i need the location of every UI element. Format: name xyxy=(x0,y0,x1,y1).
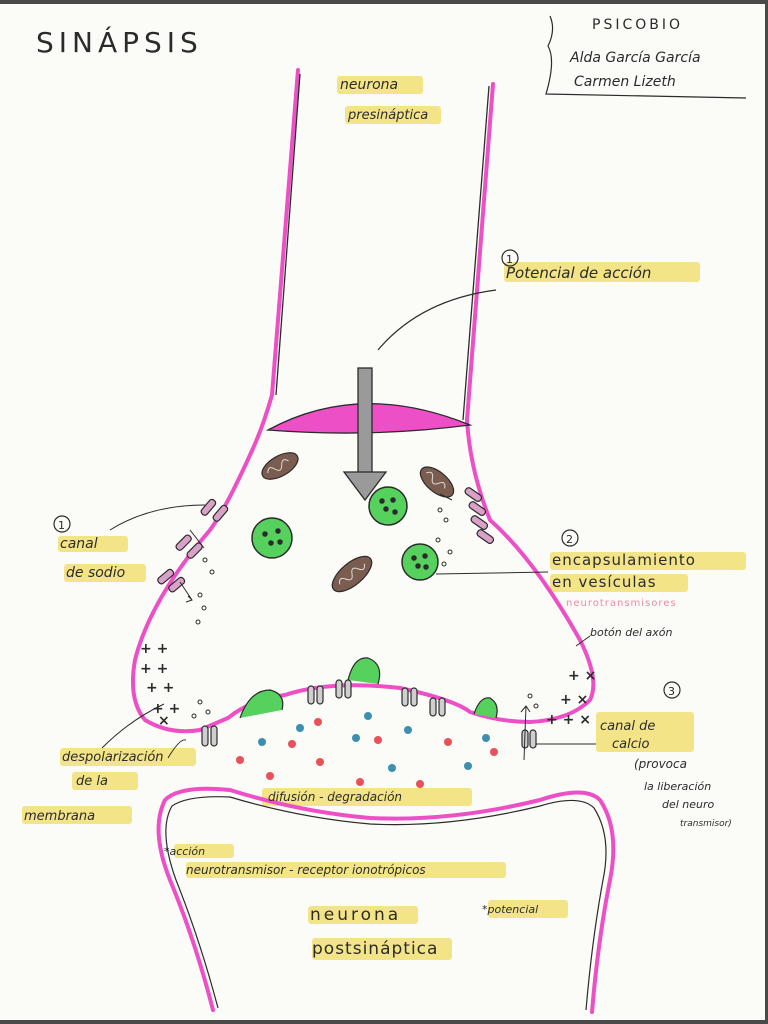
vesicle xyxy=(401,543,439,581)
page-title: SINÁPSIS xyxy=(36,25,203,59)
depolarization-label-2: de la xyxy=(76,774,108,789)
depolarization-label-1: despolarización xyxy=(62,750,164,765)
step-3-number: 3 xyxy=(668,685,675,698)
neurotransmitters-label: neurotransmisores xyxy=(566,598,677,609)
mitochondrion xyxy=(261,452,299,480)
calcium-channel xyxy=(335,679,352,699)
sodium-channel xyxy=(200,498,229,522)
potential-label: *potencial xyxy=(482,903,538,916)
svg-text:+ +: + + xyxy=(140,661,168,677)
sodium-channel xyxy=(175,534,203,559)
vesicle xyxy=(251,517,293,559)
diffusion-label: difusión - degradación xyxy=(268,790,402,804)
action-label-1: *acción xyxy=(164,845,205,858)
mitochondrion xyxy=(331,555,373,593)
sodium-channel-label-1: canal xyxy=(60,536,98,552)
depolarization-label-3: membrana xyxy=(24,809,95,824)
calcium-channel xyxy=(307,685,324,705)
postsynaptic-ink-line xyxy=(165,796,607,1011)
calcium-label-5: del neuro xyxy=(662,798,715,811)
calcium-channel xyxy=(401,687,418,707)
calcium-channel xyxy=(201,725,218,747)
ion-dots xyxy=(179,493,539,761)
svg-text:+ ×: + × xyxy=(560,692,588,708)
highlighter-marks xyxy=(22,76,746,960)
svg-text:+ + ×: + + × xyxy=(546,712,591,728)
action-potential-label: Potencial de acción xyxy=(506,264,651,282)
svg-text:+ +: + + xyxy=(152,701,180,717)
docking-vesicles xyxy=(239,657,498,719)
calcium-label-1: canal de xyxy=(600,719,655,734)
postsynaptic-label-2: postsináptica xyxy=(312,939,438,959)
neurotransmitters-cleft xyxy=(236,712,498,788)
action-potential-arrow xyxy=(342,289,497,502)
action-label-2: neurotransmisor - receptor ionotrópicos xyxy=(186,863,426,877)
svg-text:+ +: + + xyxy=(146,680,174,696)
course-name: PSICOBIO xyxy=(592,17,683,33)
postsynaptic-label-1: neurona xyxy=(310,905,401,925)
calcium-label-6: transmisor) xyxy=(680,819,732,829)
sodium-channel xyxy=(157,568,186,593)
presynaptic-label-1: neurona xyxy=(340,77,398,93)
step-1-number: 1 xyxy=(506,253,513,266)
sodium-channel xyxy=(464,487,487,517)
svg-text:×: × xyxy=(158,713,170,729)
postsynaptic-membrane xyxy=(156,786,616,1014)
calcium-label-4: la liberación xyxy=(644,780,711,793)
calcium-channel xyxy=(429,697,446,717)
ion-channels xyxy=(157,487,537,749)
author-name-2: Carmen Lizeth xyxy=(574,74,676,90)
calcium-label-2: calcio xyxy=(612,737,649,752)
svg-text:+ ×: + × xyxy=(568,668,596,684)
axon-button-label: botón del axón xyxy=(590,626,673,639)
vesicle-label-1: encapsulamiento xyxy=(552,551,696,569)
mitochondrion xyxy=(419,466,455,498)
axon-ink-lines xyxy=(275,73,490,421)
sodium-step-number: 1 xyxy=(58,519,65,532)
pointer-lines xyxy=(101,504,596,759)
vesicle-label-2: en vesículas xyxy=(552,573,657,591)
svg-text:+ +: + + xyxy=(140,641,168,657)
sodium-channel-label-2: de sodio xyxy=(66,565,125,581)
calcium-label-3: (provoca xyxy=(634,757,687,771)
membrane-charges: + + + + + + + + × + × + × + + × xyxy=(140,641,596,729)
step-markers xyxy=(53,249,681,699)
mitochondria xyxy=(261,452,455,593)
sodium-channel xyxy=(470,515,495,545)
vesicle xyxy=(368,486,408,526)
header-bracket xyxy=(545,15,747,99)
author-name-1: Alda García García xyxy=(569,50,701,66)
presynaptic-label-2: presináptica xyxy=(347,108,428,123)
vesicles xyxy=(251,486,439,581)
step-2-number: 2 xyxy=(566,533,573,546)
